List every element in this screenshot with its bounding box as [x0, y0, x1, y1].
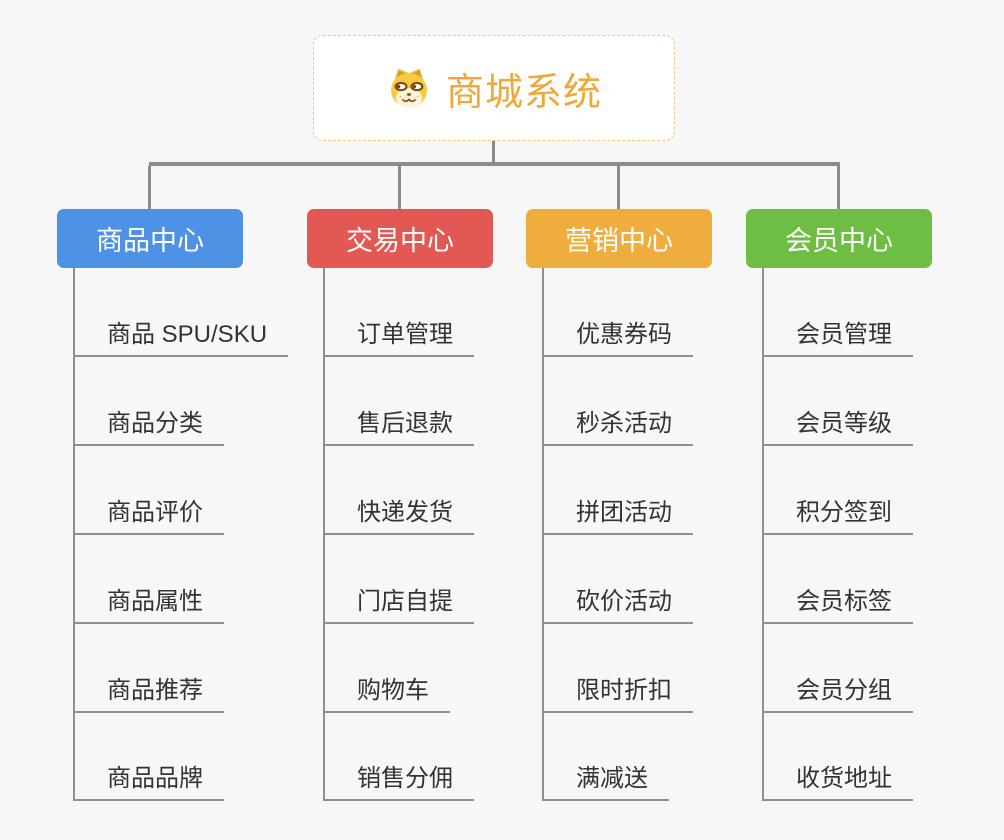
branch-item[interactable]: 快递发货 — [323, 493, 474, 535]
connector-drop — [617, 166, 620, 209]
branch-trade-center: 交易中心 订单管理 售后退款 快递发货 门店自提 购物车 销售分佣 — [307, 209, 557, 840]
branch-item[interactable]: 商品品牌 — [73, 759, 224, 801]
branch-item[interactable]: 满减送 — [542, 759, 669, 801]
branch-marketing-center: 营销中心 优惠券码 秒杀活动 拼团活动 砍价活动 限时折扣 满减送 — [526, 209, 776, 840]
root-node[interactable]: 商城系统 — [313, 35, 675, 141]
branch-item[interactable]: 会员分组 — [762, 671, 913, 713]
branch-item[interactable]: 秒杀活动 — [542, 404, 693, 446]
branch-item[interactable]: 商品属性 — [73, 582, 224, 624]
branch-header[interactable]: 会员中心 — [746, 209, 932, 268]
branch-item[interactable]: 拼团活动 — [542, 493, 693, 535]
branch-item[interactable]: 商品 SPU/SKU — [73, 315, 289, 357]
branch-item[interactable]: 售后退款 — [323, 404, 474, 446]
branch-item[interactable]: 购物车 — [323, 671, 450, 713]
connector-drop — [148, 166, 151, 209]
branch-header[interactable]: 交易中心 — [307, 209, 493, 268]
branch-item[interactable]: 砍价活动 — [542, 582, 693, 624]
branch-item[interactable]: 会员管理 — [762, 315, 913, 357]
connector-drop — [398, 166, 401, 209]
connector-drop — [837, 166, 840, 209]
branch-item[interactable]: 门店自提 — [323, 582, 474, 624]
doge-icon — [386, 66, 432, 110]
branch-item[interactable]: 商品推荐 — [73, 671, 224, 713]
branch-item[interactable]: 会员标签 — [762, 582, 913, 624]
branch-item[interactable]: 收货地址 — [762, 759, 913, 801]
branch-item[interactable]: 限时折扣 — [542, 671, 693, 713]
branch-item[interactable]: 销售分佣 — [323, 759, 474, 801]
root-title: 商城系统 — [445, 71, 602, 114]
branch-product-center: 商品中心 商品 SPU/SKU 商品分类 商品评价 商品属性 商品推荐 商品品牌 — [57, 209, 307, 840]
branch-header[interactable]: 营销中心 — [526, 209, 712, 268]
branch-item[interactable]: 积分签到 — [762, 493, 913, 535]
branch-item[interactable]: 优惠券码 — [542, 315, 693, 357]
branch-item[interactable]: 商品评价 — [73, 493, 224, 535]
connector-rail — [149, 162, 840, 166]
branch-member-center: 会员中心 会员管理 会员等级 积分签到 会员标签 会员分组 收货地址 — [746, 209, 996, 840]
branch-header[interactable]: 商品中心 — [57, 209, 243, 268]
connector-root-stub — [492, 141, 495, 163]
branch-item[interactable]: 订单管理 — [323, 315, 474, 357]
branch-item[interactable]: 会员等级 — [762, 404, 913, 446]
branch-item[interactable]: 商品分类 — [73, 404, 224, 446]
